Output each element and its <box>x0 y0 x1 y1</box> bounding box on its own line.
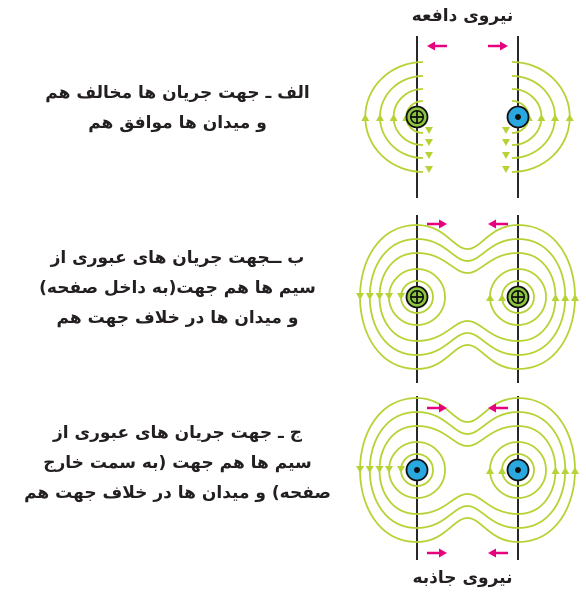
panel-b-outer-right-chevron-3 <box>571 294 579 301</box>
panel-a-inner-right-chevron-1 <box>502 127 510 134</box>
panel-b-outer-left-chevron-2 <box>365 293 374 300</box>
panel-c-force-bottom-1-head <box>439 548 447 558</box>
panel-c-outer-right-chevron-2 <box>561 467 570 474</box>
panel-b-left-loop-chevron-1 <box>397 293 405 300</box>
panel-b-outer-right-chevron-2 <box>561 294 570 301</box>
panel-c-outer-left-chevron-2 <box>365 466 374 473</box>
caption-c: ج ـ جهت جریان های عبوری از سیم ها هم جهت… <box>0 418 355 508</box>
panel-b-wire-right-icon-ring <box>510 289 525 304</box>
panel-b-wire-left-icon-ring <box>409 289 424 304</box>
panel-a-inner-left-chevron-4 <box>425 166 433 173</box>
caption-b-line3: و میدان ها در خلاف جهت هم <box>56 308 299 328</box>
panel-c-outer-right-chevron-3 <box>571 467 579 474</box>
panel-c-right-loop-chevron-2 <box>486 467 494 474</box>
panel-b-left-loop-chevron-2 <box>385 293 393 300</box>
panel-a-left-chevron-2 <box>389 114 398 121</box>
panel-a-inner-left-chevron-1 <box>425 127 433 134</box>
panel-c-wire-left-icon-dot <box>414 467 420 473</box>
caption-b-line1: ب ــجهت جریان های عبوری از <box>50 248 305 268</box>
panel-b-force-top-2-head <box>488 219 496 229</box>
panel-a-left-chevron-4 <box>361 114 370 121</box>
caption-a-line2: و میدان ها موافق هم <box>88 113 267 133</box>
panel-c-outer-field-line-1 <box>378 425 557 515</box>
caption-a-line1: الف ـ جهت جریان ها مخالف هم <box>45 83 310 103</box>
panel-c-left-loop-chevron-2 <box>385 466 393 473</box>
panel-a-inner-left-chevron-2 <box>425 139 433 146</box>
caption-b-line2: سیم ها هم جهت(به داخل صفحه) <box>39 278 316 298</box>
panel-c-outer-left-chevron-3 <box>356 466 364 473</box>
panel-b-outer-left-chevron-1 <box>375 293 384 300</box>
panel-b-outer-right-chevron-1 <box>551 294 560 301</box>
panel-a-inner-right-chevron-3 <box>502 152 510 159</box>
attraction-label: نیروی جاذبه <box>412 568 513 588</box>
panel-a-force-left-head <box>427 41 435 51</box>
panel-c-outer-right-chevron-1 <box>551 467 560 474</box>
panel-a-inner-left-chevron-3 <box>425 152 433 159</box>
caption-c-line3: صفحه) و میدان ها در خلاف جهت هم <box>24 483 331 503</box>
panel-a-force-right-head <box>500 41 508 51</box>
panel-b-outer-field-line-2 <box>368 238 567 356</box>
caption-a: الف ـ جهت جریان ها مخالف هم و میدان ها م… <box>0 78 355 138</box>
panel-a-left-chevron-3 <box>375 114 384 121</box>
caption-c-line2: سیم ها هم جهت (به سمت خارج <box>43 453 312 473</box>
panel-b-outer-field-line-1 <box>378 252 557 342</box>
panel-a-right-chevron-4 <box>565 114 574 121</box>
panel-b-force-top-1-head <box>439 219 447 229</box>
panel-a-right-chevron-3 <box>551 114 560 121</box>
panel-b-outer-field-line-3 <box>359 224 576 370</box>
panel-a-wire-out-of-page-icon-dot <box>515 114 521 120</box>
panel-a-inner-right-chevron-2 <box>502 139 510 146</box>
panel-b-right-loop-chevron-1 <box>498 294 506 301</box>
panel-c-wire-right-icon-dot <box>515 467 521 473</box>
panel-a-inner-right-chevron-4 <box>502 166 510 173</box>
panel-c-force-top-2-head <box>488 403 496 413</box>
panel-a-right-chevron-2 <box>537 114 546 121</box>
panel-c-outer-field-line-3 <box>359 397 576 543</box>
panel-a-wire-into-page-icon-ring <box>409 110 424 125</box>
panel-c-left-loop-chevron-1 <box>397 466 405 473</box>
panel-b-outer-left-chevron-3 <box>356 293 364 300</box>
repulsion-label: نیروی دافعه <box>411 6 514 26</box>
panel-c-force-top-1-head <box>439 403 447 413</box>
panel-c-outer-left-chevron-1 <box>375 466 384 473</box>
caption-b: ب ــجهت جریان های عبوری از سیم ها هم جهت… <box>0 243 355 333</box>
panel-c-right-loop-chevron-1 <box>498 467 506 474</box>
panel-b-right-loop-chevron-2 <box>486 294 494 301</box>
panel-c-outer-field-line-2 <box>368 411 567 529</box>
panel-c-force-bottom-2-head <box>488 548 496 558</box>
caption-c-line1: ج ـ جهت جریان های عبوری از <box>52 423 303 443</box>
